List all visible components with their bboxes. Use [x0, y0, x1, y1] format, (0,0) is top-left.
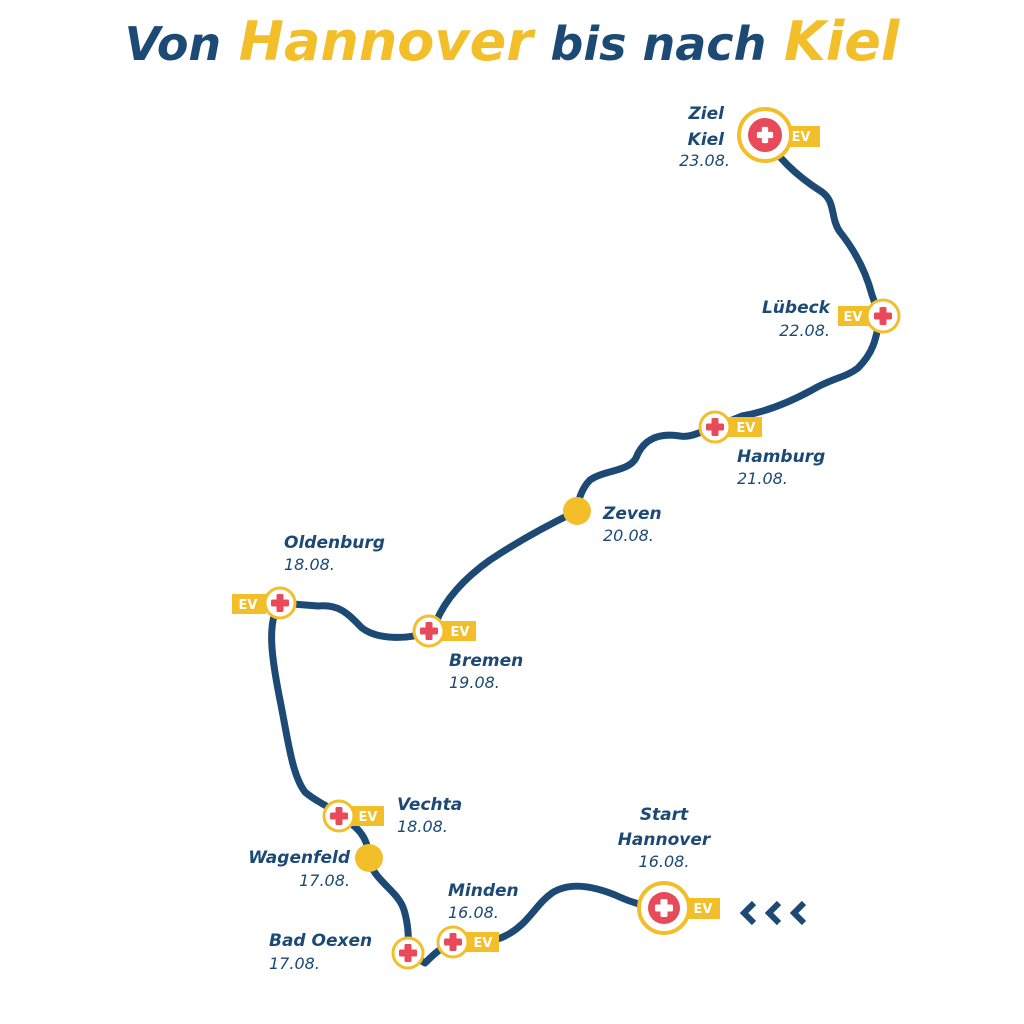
stop-wagenfeld-name: Wagenfeld — [248, 848, 351, 868]
ev-badge — [728, 417, 762, 437]
ev-badge — [442, 621, 476, 641]
stop-kiel: EV Ziel Kiel 23.08. — [679, 104, 820, 170]
stop-luebeck: EV Lübeck 22.08. — [762, 298, 901, 340]
svg-text:EV: EV — [474, 936, 493, 951]
stop-hannover: EV Start Hannover 16.08. — [618, 805, 720, 935]
ev-badge — [466, 932, 499, 952]
svg-text:EV: EV — [844, 310, 863, 325]
stop-wagenfeld-date: 17.08. — [299, 871, 350, 890]
title-bis-nach: bis nach — [550, 17, 766, 71]
stop-kiel-prefix: Ziel — [687, 104, 725, 124]
stop-oldenburg: EV Oldenburg 18.08. — [232, 533, 385, 620]
waypoint-dot — [563, 497, 591, 525]
stop-zeven: Zeven 20.08. — [563, 497, 662, 545]
svg-text:EV: EV — [694, 902, 713, 917]
stop-vechta-name: Vechta — [397, 795, 462, 815]
stop-minden: EV Minden 16.08. — [436, 881, 519, 959]
stop-hannover-prefix: Start — [640, 805, 689, 825]
stop-bremen: EV Bremen 19.08. — [412, 614, 523, 692]
ev-badge — [352, 806, 384, 826]
stop-wagenfeld: Wagenfeld 17.08. — [248, 844, 383, 890]
title-kiel: Kiel — [784, 10, 901, 73]
title-von: Von — [125, 17, 222, 71]
stop-hamburg: EV Hamburg 21.08. — [698, 410, 825, 488]
stop-bad-oexen-date: 17.08. — [269, 954, 320, 973]
svg-text:EV: EV — [451, 625, 470, 640]
svg-text:EV: EV — [359, 810, 378, 825]
stop-zeven-name: Zeven — [602, 504, 662, 524]
waypoint-dot — [355, 844, 383, 872]
stop-kiel-name: Kiel — [688, 130, 726, 150]
stop-luebeck-name: Lübeck — [762, 298, 832, 318]
svg-text:EV: EV — [792, 130, 811, 145]
stop-bad-oexen: Bad Oexen 17.08. — [269, 931, 425, 973]
title-hannover: Hannover — [239, 10, 536, 73]
stop-minden-name: Minden — [448, 881, 519, 901]
stop-zeven-date: 20.08. — [603, 526, 654, 545]
stop-hannover-date: 16.08. — [639, 852, 690, 871]
stop-bremen-date: 19.08. — [449, 673, 500, 692]
page-title: Von Hannover bis nach Kiel — [125, 10, 901, 73]
stop-vechta-date: 18.08. — [397, 817, 448, 836]
svg-text:EV: EV — [737, 421, 756, 436]
stop-luebeck-date: 22.08. — [779, 321, 830, 340]
stop-oldenburg-name: Oldenburg — [284, 533, 385, 553]
stop-bad-oexen-name: Bad Oexen — [269, 931, 372, 951]
ev-badge — [232, 594, 266, 614]
stop-vechta: EV Vechta 18.08. — [322, 795, 462, 836]
ev-badge — [838, 306, 870, 326]
stop-oldenburg-date: 18.08. — [284, 555, 335, 574]
stop-bremen-name: Bremen — [449, 651, 523, 671]
stop-hamburg-name: Hamburg — [737, 447, 825, 467]
triple-chevron-left-icon — [739, 900, 807, 926]
stop-hannover-name: Hannover — [618, 830, 712, 850]
stop-kiel-date: 23.08. — [679, 151, 730, 170]
ev-badge — [684, 898, 720, 919]
svg-text:EV: EV — [239, 598, 258, 613]
stop-hamburg-date: 21.08. — [737, 469, 788, 488]
stop-minden-date: 16.08. — [448, 903, 499, 922]
